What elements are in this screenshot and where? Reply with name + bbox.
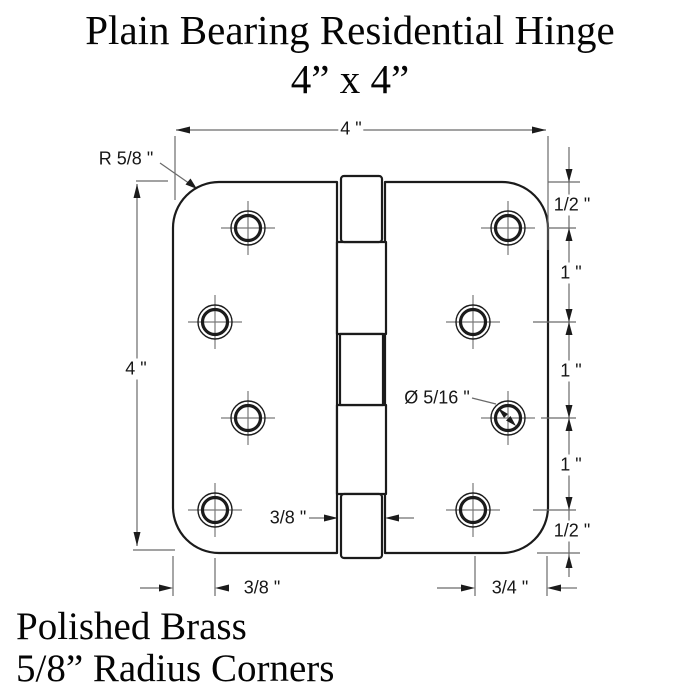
hole-crosshairs xyxy=(188,201,535,537)
title-block: Plain Bearing Residential Hinge 4” x 4” xyxy=(0,6,700,104)
dim-label-left-height: 4 " xyxy=(123,358,149,380)
left-leaf xyxy=(171,180,339,555)
diameter-leader-line xyxy=(471,397,497,405)
screw-hole xyxy=(197,304,233,340)
knuckle-2 xyxy=(335,240,388,336)
dim-label-spacing-4: 1 " xyxy=(558,454,584,476)
screw-holes xyxy=(197,210,526,528)
dim-label-bottom-left: 3/8 " xyxy=(241,577,283,599)
dim-label-spacing-2: 1 " xyxy=(558,262,584,284)
screw-hole-with-callout xyxy=(490,400,526,436)
knuckle-4 xyxy=(335,403,388,496)
dim-label-spacing-3: 1 " xyxy=(558,360,584,382)
diameter-arrow-nw xyxy=(498,408,508,418)
right-leaf xyxy=(383,180,550,555)
dimension-arrowheads xyxy=(133,126,573,592)
dim-label-corner-radius: R 5/8 " xyxy=(96,148,156,170)
screw-hole xyxy=(230,400,266,436)
dim-label-top-width: 4 " xyxy=(338,118,364,140)
dim-label-hole-diameter: Ø 5/16 " xyxy=(402,387,472,409)
screw-hole xyxy=(455,304,491,340)
corner-style-label: 5/8” Radius Corners xyxy=(16,647,335,690)
radius-leader-arrow xyxy=(185,178,197,189)
finish-label: Polished Brass xyxy=(16,605,247,648)
knuckle-5 xyxy=(339,492,384,560)
page-subtitle: 4” x 4” xyxy=(290,56,410,102)
page-title: Plain Bearing Residential Hinge xyxy=(85,7,615,53)
hinge-body xyxy=(171,174,550,560)
dim-label-spacing-5: 1/2 " xyxy=(551,520,593,542)
screw-hole xyxy=(490,210,526,246)
dim-label-knuckle-width: 3/8 " xyxy=(267,507,309,529)
diameter-arrow-se xyxy=(506,416,516,426)
knuckle-3 xyxy=(338,332,385,407)
footer-block: Polished Brass 5/8” Radius Corners xyxy=(16,606,334,690)
screw-hole xyxy=(455,492,491,528)
screw-hole xyxy=(197,492,233,528)
knuckle-1 xyxy=(339,174,384,244)
dim-label-bottom-right: 3/4 " xyxy=(489,577,531,599)
screw-hole xyxy=(230,210,266,246)
dim-label-spacing-1: 1/2 " xyxy=(551,194,593,216)
